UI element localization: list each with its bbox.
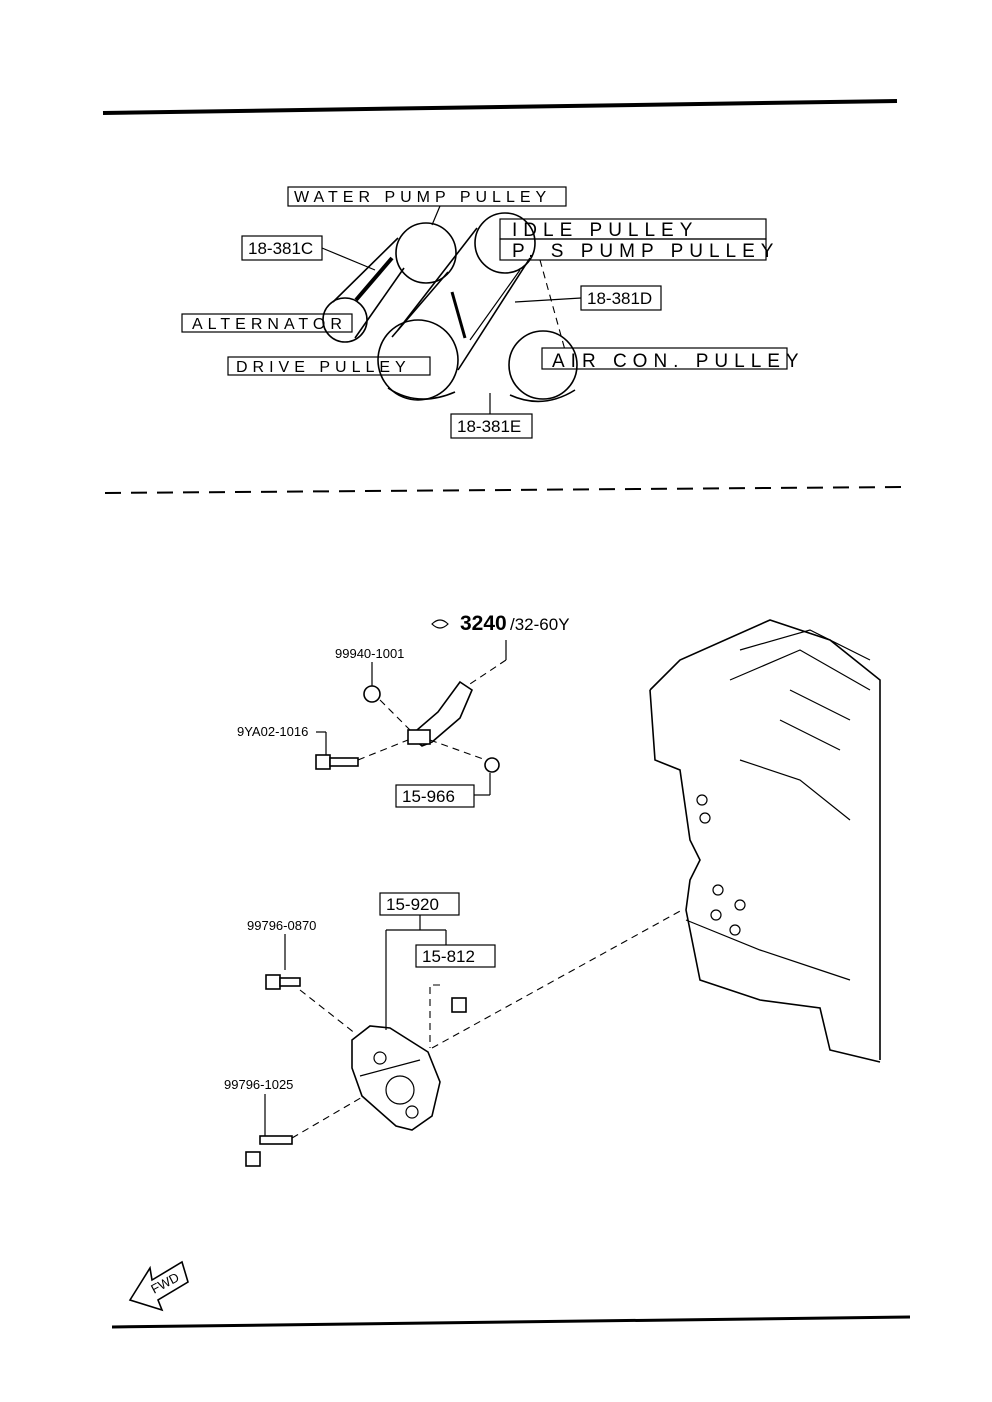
bolt-99796-1025-head — [245, 1151, 261, 1167]
water-pump-pulley-label: WATER PUMP PULLEY — [294, 189, 551, 206]
bolt-9YA02-head — [315, 754, 331, 770]
ref-sub: /32-60Y — [510, 615, 570, 634]
top-rule — [102, 99, 898, 115]
water-pump-pulley-box — [287, 186, 567, 207]
bracket-base — [351, 1025, 441, 1131]
bolt-99796-0870-head — [265, 974, 281, 990]
air-con-pulley-box — [541, 347, 788, 370]
alternator-box — [181, 313, 353, 333]
nut-99940 — [363, 685, 381, 703]
book-ref-icon — [431, 619, 449, 629]
part-18-381D-label: 18-381D — [587, 289, 652, 308]
idle-pulley-circle — [474, 212, 536, 274]
idle-pulley-label: IDLE PULLEY — [512, 220, 698, 241]
part-15-966-box — [395, 784, 475, 808]
ps-pump-pulley-label: P. S PUMP PULLEY — [512, 241, 779, 262]
water-pump-pulley-circle — [395, 222, 457, 284]
ps-pump-pulley-box — [499, 238, 767, 261]
alternator-label: ALTERNATOR — [192, 316, 347, 333]
part-15-812-box — [415, 944, 496, 968]
part-15-966-label: 15-966 — [402, 787, 455, 806]
bushing-15-812 — [451, 997, 467, 1013]
part-18-381E-box — [450, 413, 533, 439]
belt-diagram: WATER PUMP PULLEY IDLE PULLEY P. S PUMP … — [181, 186, 805, 439]
clip-15-966 — [484, 757, 500, 773]
drive-pulley-circle — [377, 319, 459, 401]
air-con-pulley-circle — [508, 330, 578, 400]
fwd-arrow-icon: FWD — [128, 1260, 189, 1312]
section-separator — [104, 486, 903, 494]
part-99796-1025: 99796-1025 — [224, 1077, 293, 1092]
part-15-812-label: 15-812 — [422, 947, 475, 966]
part-99940-1001: 99940-1001 — [335, 646, 404, 661]
air-con-pulley-label: AIR CON. PULLEY — [552, 351, 805, 372]
drive-pulley-label: DRIVE PULLEY — [236, 359, 411, 376]
engine-block — [649, 619, 881, 1063]
drive-pulley-box — [227, 356, 431, 376]
part-15-920-label: 15-920 — [386, 895, 439, 914]
part-18-381C-label: 18-381C — [248, 239, 313, 258]
bracket-diagram: 3240 /32-60Y 99940-1001 9YA02-1016 15-96… — [128, 612, 881, 1312]
part-99796-0870: 99796-0870 — [247, 918, 316, 933]
part-9YA02-1016: 9YA02-1016 — [237, 724, 308, 739]
ref-main: 3240 — [460, 612, 507, 635]
part-18-381E-label: 18-381E — [457, 417, 521, 436]
bottom-rule — [111, 1315, 911, 1329]
